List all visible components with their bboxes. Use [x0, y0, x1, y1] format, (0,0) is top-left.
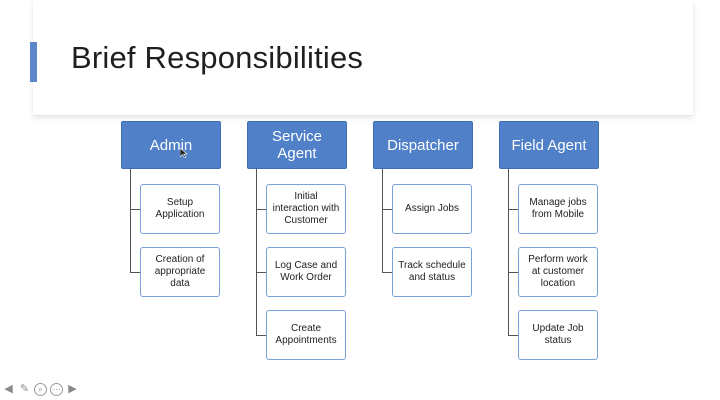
connector-vertical: [256, 169, 257, 335]
task-box[interactable]: Update Job status: [518, 310, 598, 360]
connector-horizontal: [130, 209, 140, 210]
task-label: Log Case and Work Order: [274, 260, 338, 283]
connector-horizontal: [130, 272, 140, 273]
task-box[interactable]: Assign Jobs: [392, 184, 472, 234]
task-box[interactable]: Perform work at customer location: [518, 247, 598, 297]
task-label: Update Job status: [532, 323, 584, 346]
title-accent-bar: [30, 42, 37, 82]
mouse-cursor-icon: [180, 148, 188, 158]
task-label: Create Appointments: [275, 323, 337, 346]
task-label: Initial interaction with Customer: [272, 191, 340, 226]
task-label: Perform work at customer location: [528, 254, 588, 289]
task-label: Manage jobs from Mobile: [529, 197, 587, 220]
connector-vertical: [382, 169, 383, 272]
role-box-0[interactable]: Admin: [121, 121, 221, 169]
role-box-1[interactable]: Service Agent: [247, 121, 347, 169]
task-box[interactable]: Setup Application: [140, 184, 220, 234]
task-box[interactable]: Initial interaction with Customer: [266, 184, 346, 234]
role-box-2[interactable]: Dispatcher: [373, 121, 473, 169]
task-box[interactable]: Creation of appropriate data: [140, 247, 220, 297]
connector-horizontal: [382, 272, 392, 273]
task-label: Track schedule and status: [398, 260, 466, 283]
task-box[interactable]: Log Case and Work Order: [266, 247, 346, 297]
connector-horizontal: [256, 335, 266, 336]
connector-horizontal: [508, 209, 518, 210]
pen-icon[interactable]: ✎: [19, 383, 30, 395]
arrow-right-icon[interactable]: ▶: [68, 383, 77, 395]
role-label: Service Agent: [271, 128, 323, 162]
connector-horizontal: [508, 272, 518, 273]
slide-toolbar: ◀ ✎ ⌕ ⋯ ▶: [2, 383, 79, 396]
title-band: [33, 0, 693, 116]
connector-vertical: [508, 169, 509, 335]
connector-horizontal: [256, 272, 266, 273]
task-label: Creation of appropriate data: [154, 254, 206, 289]
more-icon[interactable]: ⋯: [50, 383, 63, 396]
connector-horizontal: [256, 209, 266, 210]
task-box[interactable]: Track schedule and status: [392, 247, 472, 297]
task-box[interactable]: Manage jobs from Mobile: [518, 184, 598, 234]
zoom-icon[interactable]: ⌕: [34, 383, 47, 396]
slide-title: Brief Responsibilities: [71, 40, 364, 75]
connector-vertical: [130, 169, 131, 272]
role-label: Field Agent: [511, 136, 587, 154]
task-box[interactable]: Create Appointments: [266, 310, 346, 360]
connector-horizontal: [508, 335, 518, 336]
role-label: Dispatcher: [387, 136, 459, 154]
task-label: Setup Application: [155, 197, 205, 220]
arrow-left-icon[interactable]: ◀: [4, 383, 13, 395]
connector-horizontal: [382, 209, 392, 210]
task-label: Assign Jobs: [405, 203, 459, 214]
role-box-3[interactable]: Field Agent: [499, 121, 599, 169]
